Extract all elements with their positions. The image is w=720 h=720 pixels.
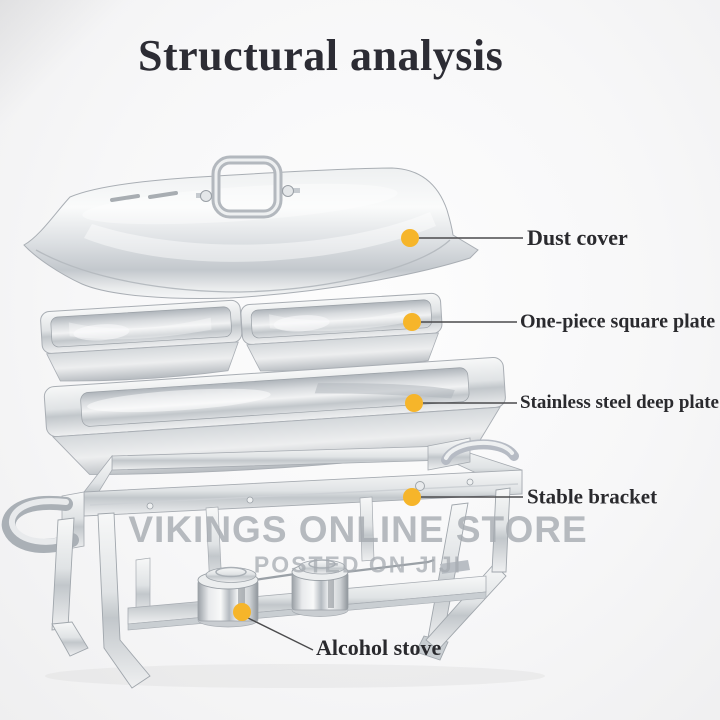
callout-markers	[233, 229, 423, 621]
lid-handle-icon	[196, 155, 300, 219]
callout-marker-dot	[403, 488, 421, 506]
square-plate-right-icon	[240, 292, 443, 372]
callout-marker-dot	[405, 394, 423, 412]
callout-label-square-plate: One-piece square plate	[520, 310, 716, 333]
square-plate-left-icon	[40, 299, 243, 382]
watermark-source: POSTED ON JIJI	[253, 551, 463, 578]
right-handle-icon	[427, 437, 519, 471]
callout-lines	[245, 237, 523, 651]
callout-marker-dot	[403, 313, 421, 331]
dust-cover-lid-icon	[23, 155, 479, 299]
callout-label-stable-bracket: Stable bracket	[527, 484, 658, 509]
callout-line	[245, 616, 314, 651]
ground-shadow	[45, 664, 545, 688]
page-title: Structural analysis	[138, 31, 504, 80]
callout-label-deep-plate: Stainless steel deep plate	[520, 392, 719, 413]
watermark-store-name: VIKINGS ONLINE STORE	[128, 509, 588, 550]
alcohol-stove-left-icon	[197, 564, 343, 628]
callout-marker-dot	[233, 603, 251, 621]
callout-label-dust-cover: Dust cover	[527, 225, 628, 250]
stable-bracket-icon	[1, 437, 523, 689]
callout-marker-dot	[401, 229, 419, 247]
callout-label-alcohol-stove: Alcohol stove	[316, 635, 442, 660]
alcohol-stove-right-icon	[291, 558, 435, 617]
